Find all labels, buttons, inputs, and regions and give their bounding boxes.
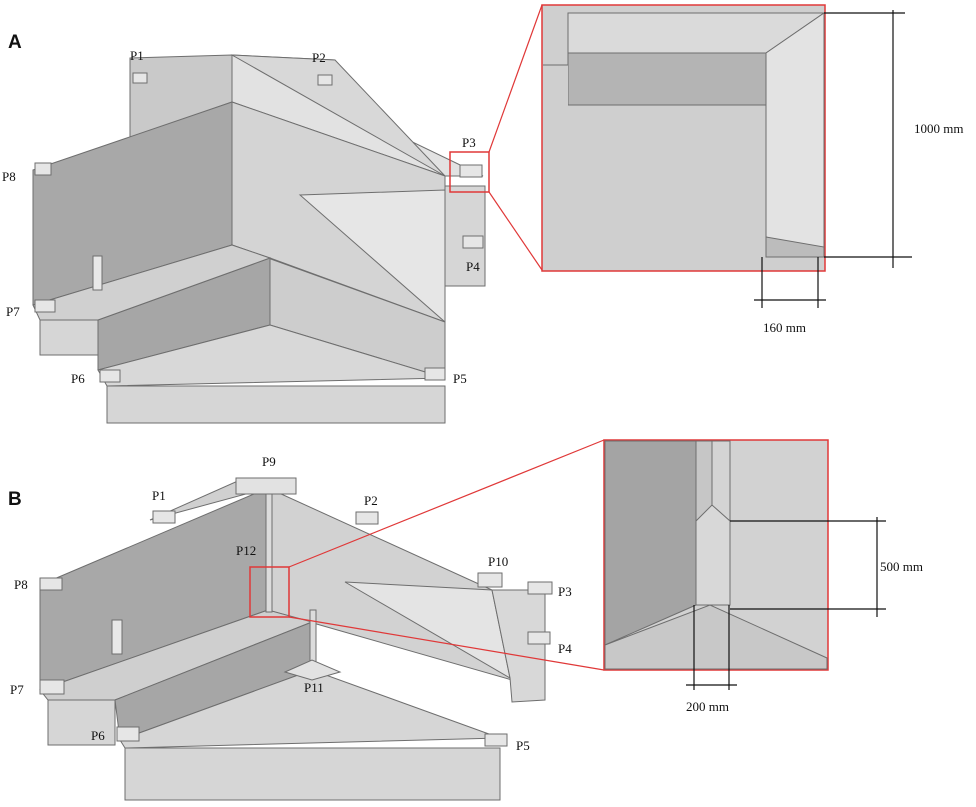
upper-roof-back xyxy=(231,54,446,177)
terrace-left xyxy=(32,244,272,321)
label-p5: P5 xyxy=(453,371,467,386)
dim-b-width-label: 200 mm xyxy=(686,699,729,714)
cap-p4 xyxy=(462,235,484,249)
b-cap-p5 xyxy=(484,733,508,747)
panel-a-model xyxy=(32,54,486,424)
label-b-p4: P4 xyxy=(558,641,572,656)
window-slot xyxy=(92,255,103,291)
b-cap-p11 xyxy=(283,659,342,681)
b-cap-p3 xyxy=(527,581,553,595)
label-p3: P3 xyxy=(462,135,476,150)
b-cap-p6 xyxy=(116,726,140,742)
b-cap-p9 xyxy=(235,477,297,495)
base-left xyxy=(39,319,99,356)
inset-a-dark-band xyxy=(567,52,767,106)
b-cap-p4 xyxy=(527,631,551,645)
label-b-p3: P3 xyxy=(558,584,572,599)
inset-b xyxy=(603,439,829,671)
callout-b-bottom xyxy=(288,616,605,671)
inset-b-post-front xyxy=(695,504,731,606)
cap-p1 xyxy=(132,72,148,84)
label-p2: P2 xyxy=(312,50,326,65)
label-b-p12: P12 xyxy=(236,543,256,558)
label-p4: P4 xyxy=(466,259,480,274)
cap-p2 xyxy=(317,74,333,86)
dim-a-width-label: 160 mm xyxy=(763,320,806,335)
callout-line-top xyxy=(488,4,543,153)
inset-b-roof-slopes xyxy=(604,604,828,670)
highlight-box-a xyxy=(449,151,490,193)
label-b-p1: P1 xyxy=(152,488,166,503)
label-b-p7: P7 xyxy=(10,682,24,697)
base-front xyxy=(106,385,446,424)
label-b-p6: P6 xyxy=(91,728,105,743)
panel-a: A xyxy=(2,4,963,424)
panel-b-model xyxy=(39,477,553,801)
cap-p7 xyxy=(34,299,56,313)
b-cap-p2 xyxy=(355,511,379,525)
label-p1: P1 xyxy=(130,48,144,63)
label-b-p10: P10 xyxy=(488,554,508,569)
panel-b: B xyxy=(8,439,923,801)
dim-b-height-label: 500 mm xyxy=(880,559,923,574)
label-b-p2: P2 xyxy=(364,493,378,508)
panel-b-letter: B xyxy=(8,489,22,510)
label-b-p8: P8 xyxy=(14,577,28,592)
b-window-slot xyxy=(111,619,123,655)
cap-p8 xyxy=(34,162,52,176)
label-b-p5: P5 xyxy=(516,738,530,753)
callout-b-top xyxy=(288,439,605,568)
cap-p5 xyxy=(424,367,446,381)
dim-a-height-label: 1000 mm xyxy=(914,121,963,136)
dims-b xyxy=(686,517,886,690)
b-cap-p1 xyxy=(152,510,176,524)
inset-a-left-strip xyxy=(543,65,568,270)
inset-a-right-face xyxy=(765,12,825,258)
label-p7: P7 xyxy=(6,304,20,319)
b-cap-p8 xyxy=(39,577,63,591)
label-p8: P8 xyxy=(2,169,16,184)
label-b-p11: P11 xyxy=(304,680,324,695)
b-cap-p10 xyxy=(477,572,503,588)
b-cap-p7 xyxy=(39,679,65,695)
b-base-front xyxy=(124,747,501,801)
b-base-left xyxy=(47,699,116,746)
dims-a xyxy=(754,10,912,308)
label-p6: P6 xyxy=(71,371,85,386)
b-post-p12 xyxy=(265,481,273,613)
highlight-box-b xyxy=(249,566,290,618)
cap-p3 xyxy=(459,164,483,178)
callout-line-bottom xyxy=(488,191,543,271)
cap-p6 xyxy=(99,369,121,383)
label-b-p9: P9 xyxy=(262,454,276,469)
panel-a-letter: A xyxy=(8,32,22,53)
inset-a xyxy=(541,4,826,272)
